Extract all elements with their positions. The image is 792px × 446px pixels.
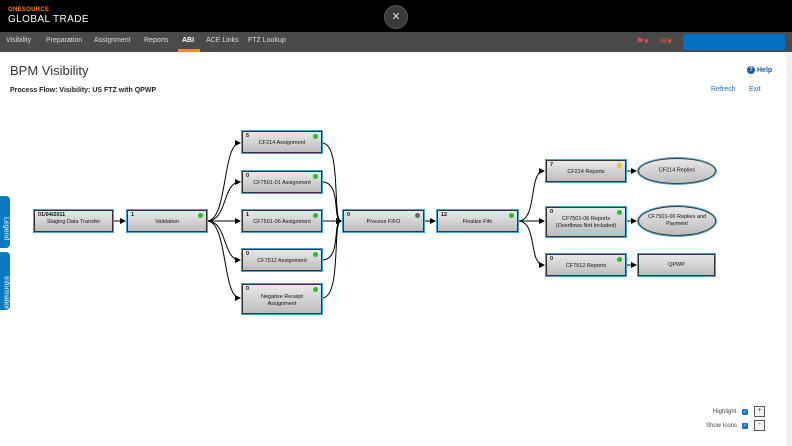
show-icons-checkbox[interactable]: ✓ (742, 423, 748, 429)
node-label: CF7512 Assignment (257, 258, 307, 264)
nav-reports[interactable]: Reports (144, 37, 169, 44)
status-ok-icon (313, 174, 318, 179)
node-count: 0 (246, 173, 250, 179)
node-qpwp[interactable]: QPWP (638, 254, 715, 276)
node-label: CF7501-06 Reports (Overflows Not Include… (555, 216, 617, 229)
nav-visibility[interactable]: Visibility (6, 37, 32, 44)
mail-icon[interactable]: ✉▾ (660, 36, 673, 46)
node-cf7512-reports[interactable]: 0 CF7512 Reports (546, 254, 626, 276)
process-flow-title: Process Flow: Visibility: US FTZ with QP… (10, 87, 157, 94)
node-count: 5 (246, 133, 250, 139)
node-label: CF214 Reports (567, 169, 605, 175)
top-bar: ONESOURCE GLOBAL TRADE ✕ (0, 0, 792, 32)
page-title: BPM Visibility (10, 63, 89, 78)
node-process-fifo[interactable]: 0 Process FIFO (343, 210, 424, 232)
node-count: 1 (131, 212, 135, 218)
status-ok-icon (313, 287, 318, 292)
node-count: 0 (550, 209, 554, 215)
highlight-label: Highlight (713, 409, 737, 415)
status-ok-icon (313, 252, 318, 257)
node-count: 0 (246, 286, 250, 292)
brand-top: ONESOURCE (8, 7, 50, 13)
node-count: 0 (347, 212, 351, 218)
node-count: 1 (246, 212, 250, 218)
node-label: QPWP (668, 262, 685, 268)
zoom-out-button[interactable]: - (754, 420, 765, 431)
status-warning-icon (617, 163, 622, 168)
node-cf214-assignment[interactable]: 5 CF214 Assignment (242, 131, 322, 153)
node-label: Staging Data Transfer (46, 219, 101, 225)
node-label: CF214 Assignment (258, 140, 306, 146)
nav-ace-links[interactable]: ACE Links (206, 37, 239, 44)
node-label: CF7501-06 Assignment (253, 219, 311, 225)
highlight-checkbox[interactable]: ✓ (742, 409, 748, 415)
nav-preparation[interactable]: Preparation (46, 37, 83, 44)
node-label: CF7501-01 Assignment (253, 180, 311, 186)
node-label: Process FIFO (366, 219, 401, 225)
nav-ftz-lookup[interactable]: FTZ Lookup (248, 37, 286, 44)
node-cf7501-01-assignment[interactable]: 0 CF7501-01 Assignment (242, 171, 322, 193)
status-ok-icon (617, 210, 622, 215)
node-count: 01/04/2011 (38, 212, 66, 218)
show-icons-label: Show Icons (706, 423, 738, 429)
status-idle-icon (415, 213, 420, 218)
node-cf214-reports[interactable]: 7 CF214 Reports (546, 160, 626, 182)
node-label: CF7512 Reports (565, 263, 607, 269)
node-cf214-replies[interactable]: CF214 Replies (638, 158, 716, 184)
zoom-in-button[interactable]: + (754, 406, 765, 417)
alert-icon[interactable]: ⚑▾ (636, 36, 649, 46)
brand-main: GLOBAL TRADE (8, 14, 89, 25)
status-ok-icon (313, 213, 318, 218)
refresh-link[interactable]: Refresh (711, 86, 736, 93)
information-tab[interactable]: Information (0, 252, 10, 311)
app-logo-icon[interactable]: ✕ (384, 5, 408, 29)
status-ok-icon (509, 213, 514, 218)
main-nav: Visibility Preparation Assignment Report… (0, 32, 792, 52)
nav-active-indicator (178, 49, 200, 52)
node-count: 0 (550, 256, 554, 262)
help-icon: ? (747, 66, 755, 74)
help-link[interactable]: ?Help (747, 66, 772, 74)
exit-link[interactable]: Exit (749, 86, 761, 93)
node-cf7501-06-replies[interactable]: CF7501-06 Replies and Payment (638, 206, 716, 236)
nav-assignment[interactable]: Assignment (94, 37, 131, 44)
node-cf7512-assignment[interactable]: 0 CF7512 Assignment (242, 249, 322, 271)
status-ok-icon (313, 134, 318, 139)
node-validation[interactable]: 1 Validation (127, 210, 207, 232)
legend-tab[interactable]: Legend (0, 196, 10, 248)
node-cf7501-06-reports[interactable]: 0 CF7501-06 Reports (Overflows Not Inclu… (546, 207, 626, 237)
node-label: CF214 Replies (658, 167, 696, 174)
node-cf7501-06-assignment[interactable]: 1 CF7501-06 Assignment (242, 210, 322, 232)
user-menu[interactable] (683, 34, 785, 50)
status-ok-icon (617, 257, 622, 262)
node-staging-data-transfer[interactable]: 01/04/2011 Staging Data Transfer (34, 210, 113, 232)
node-count: 12 (441, 212, 448, 218)
node-label: Validation (155, 219, 179, 225)
scrollbar[interactable] (786, 52, 792, 446)
node-label: Finalize Fifo (462, 219, 493, 225)
status-ok-icon (198, 213, 203, 218)
node-finalize-fifo[interactable]: 12 Finalize Fifo (437, 210, 518, 232)
node-count: 7 (550, 162, 554, 168)
help-label: Help (757, 66, 773, 74)
node-negative-receipt-assignment[interactable]: 0 Negative Receipt Assignment (242, 284, 322, 314)
nav-abi[interactable]: ABI (182, 37, 195, 44)
node-label: Negative Receipt Assignment (261, 294, 303, 307)
node-count: 0 (246, 251, 250, 257)
node-label: CF7501-06 Replies and Payment (647, 214, 707, 227)
